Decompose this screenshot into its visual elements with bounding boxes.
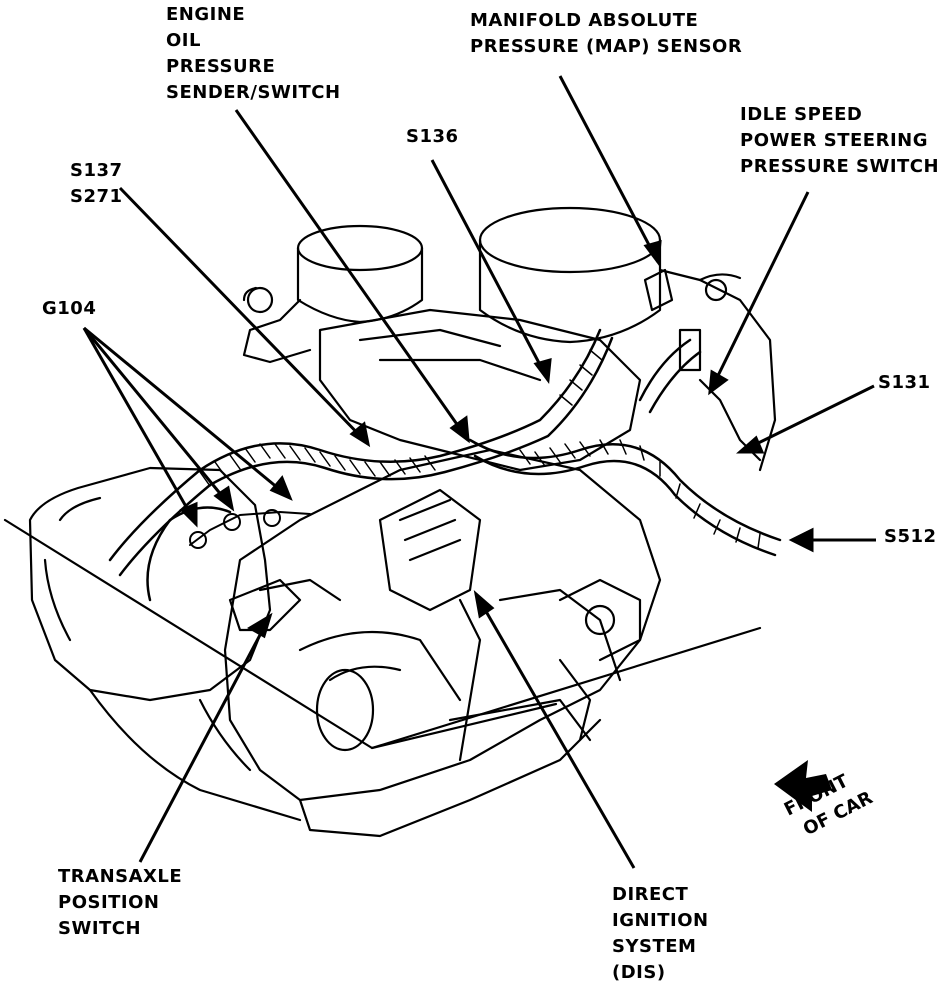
label-dis: DIRECT IGNITION SYSTEM (DIS) [612,884,709,983]
label-engine-oil-pressure: ENGINE OIL PRESSURE SENDER/SWITCH [166,4,341,103]
transaxle-housing [28,466,272,702]
leader-s136 [430,159,550,381]
dis-module [378,488,482,612]
label-transaxle: TRANSAXLE POSITION SWITCH [58,866,183,939]
label-g104: G104 [42,298,97,319]
leader-map-sensor [558,75,660,263]
leader-engine-oil-pressure [234,109,470,441]
label-s512: S512 [884,526,937,547]
label-map-sensor: MANIFOLD ABSOLUTE PRESSURE (MAP) SENSOR [470,10,743,57]
wiring-harness [108,328,602,562]
label-s137-s271: S137 S271 [70,160,123,207]
label-s131: S131 [878,372,931,393]
label-idle-speed: IDLE SPEED POWER STEERING PRESSURE SWITC… [740,104,940,177]
leader-g104-3 [83,326,291,500]
air-cleaner-left [296,224,424,272]
reference-line [3,518,762,750]
leader-g104-1 [82,327,198,525]
label-s136: S136 [406,126,459,147]
front-of-car-arrow [774,760,832,812]
intake-plenum [318,308,642,472]
leader-idle-speed [708,191,810,393]
engine-block [223,448,662,802]
leader-dis [474,593,636,869]
leader-s131 [739,384,875,454]
leader-transaxle [138,615,272,863]
leader-s137-s271 [118,186,370,446]
leader-g104-2 [82,327,234,509]
